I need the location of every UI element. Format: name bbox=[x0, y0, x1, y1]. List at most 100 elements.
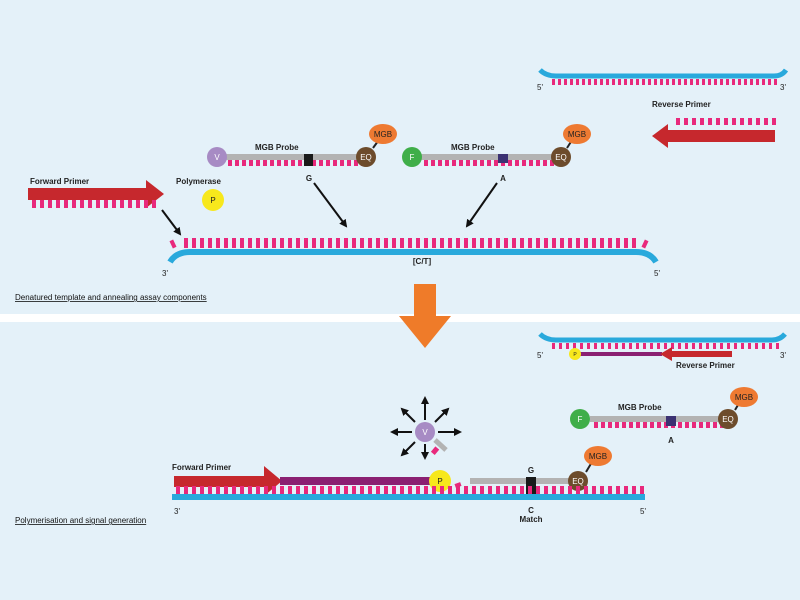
base-tick bbox=[594, 79, 597, 85]
base-tick bbox=[699, 422, 703, 428]
base-tick bbox=[672, 79, 675, 85]
base-tick bbox=[678, 422, 682, 428]
base-tick bbox=[732, 118, 736, 125]
base-tick bbox=[764, 118, 768, 125]
base-tick bbox=[772, 118, 776, 125]
base-tick bbox=[248, 238, 252, 248]
base-tick bbox=[384, 486, 388, 495]
base-tick bbox=[676, 118, 680, 125]
base-tick bbox=[684, 118, 688, 125]
base-tick bbox=[576, 79, 579, 85]
base-tick bbox=[424, 160, 428, 166]
base-tick bbox=[216, 238, 220, 248]
base-tick bbox=[326, 160, 330, 166]
base-tick bbox=[504, 238, 508, 248]
base-tick bbox=[72, 200, 76, 208]
base-tick bbox=[636, 343, 639, 349]
probe-v-quencher-text: EQ bbox=[360, 153, 372, 162]
base-tick bbox=[720, 79, 723, 85]
base-tick bbox=[706, 343, 709, 349]
base-tick bbox=[472, 238, 476, 248]
bottom-probe-allele: G bbox=[528, 466, 534, 475]
polymerase-label: Polymerase bbox=[176, 177, 221, 186]
base-tick bbox=[520, 486, 524, 495]
base-tick bbox=[488, 486, 492, 495]
base-tick bbox=[272, 486, 276, 495]
base-tick bbox=[643, 343, 646, 349]
bottom-bound-quencher-text: EQ bbox=[572, 477, 584, 486]
panel-divider bbox=[0, 314, 800, 322]
base-tick bbox=[629, 422, 633, 428]
base-tick bbox=[624, 238, 628, 248]
base-tick bbox=[592, 238, 596, 248]
base-tick bbox=[600, 79, 603, 85]
probe-v-mgb-text: MGB bbox=[374, 130, 392, 139]
base-tick bbox=[588, 79, 591, 85]
base-tick bbox=[354, 160, 358, 166]
base-tick bbox=[536, 486, 540, 495]
base-tick bbox=[288, 238, 292, 248]
base-tick bbox=[608, 238, 612, 248]
base-tick bbox=[280, 238, 284, 248]
base-tick bbox=[520, 238, 524, 248]
base-tick bbox=[685, 343, 688, 349]
base-tick bbox=[699, 343, 702, 349]
top-upper-end-right: 3' bbox=[780, 83, 786, 92]
base-tick bbox=[774, 79, 777, 85]
bottom-bound-quencher bbox=[568, 471, 588, 491]
base-tick bbox=[120, 200, 124, 208]
base-tick bbox=[550, 160, 554, 166]
base-tick bbox=[508, 160, 512, 166]
base-tick bbox=[494, 160, 498, 166]
top-panel-caption: Denatured template and annealing assay c… bbox=[15, 293, 207, 302]
base-tick bbox=[692, 422, 696, 428]
base-tick bbox=[762, 343, 765, 349]
base-tick bbox=[650, 422, 654, 428]
base-tick bbox=[624, 79, 627, 85]
probe-f: MGB F EQ bbox=[402, 124, 591, 167]
base-tick bbox=[552, 343, 555, 349]
base-tick bbox=[296, 486, 300, 495]
bottom-forward-primer-label: Forward Primer bbox=[172, 463, 231, 472]
base-tick bbox=[184, 486, 188, 495]
base-tick bbox=[192, 486, 196, 495]
base-tick bbox=[88, 200, 92, 208]
base-tick bbox=[612, 79, 615, 85]
base-tick bbox=[684, 79, 687, 85]
base-tick bbox=[528, 238, 532, 248]
base-tick bbox=[228, 160, 232, 166]
base-tick bbox=[340, 160, 344, 166]
process-arrow-down bbox=[399, 284, 451, 348]
base-tick bbox=[776, 343, 779, 349]
base-tick bbox=[544, 238, 548, 248]
base-tick bbox=[242, 160, 246, 166]
base-tick bbox=[408, 486, 412, 495]
base-tick bbox=[642, 79, 645, 85]
base-tick bbox=[608, 343, 611, 349]
top-template-end-left: 3' bbox=[162, 269, 168, 278]
base-tick bbox=[615, 343, 618, 349]
probe-f-quencher-text: EQ bbox=[555, 153, 567, 162]
base-tick bbox=[464, 238, 468, 248]
base-tick bbox=[608, 486, 612, 495]
base-tick bbox=[587, 343, 590, 349]
base-tick bbox=[208, 486, 212, 495]
base-tick bbox=[512, 238, 516, 248]
base-tick bbox=[762, 79, 765, 85]
top-upper-strand bbox=[538, 68, 789, 85]
probe-f-dye bbox=[402, 147, 422, 167]
base-tick bbox=[552, 238, 556, 248]
base-tick bbox=[376, 486, 380, 495]
base-tick bbox=[284, 160, 288, 166]
bottom-bound-mgb-text: MGB bbox=[589, 452, 607, 461]
probe-v-snp bbox=[304, 154, 313, 166]
base-tick bbox=[616, 486, 620, 495]
base-tick bbox=[738, 79, 741, 85]
bottom-template-end-left: 3' bbox=[174, 507, 180, 516]
base-tick bbox=[768, 79, 771, 85]
top-reverse-primer bbox=[652, 118, 776, 148]
base-tick bbox=[112, 200, 116, 208]
base-tick bbox=[416, 238, 420, 248]
base-tick bbox=[640, 486, 644, 495]
probe-v-dye-text: V bbox=[214, 153, 220, 162]
